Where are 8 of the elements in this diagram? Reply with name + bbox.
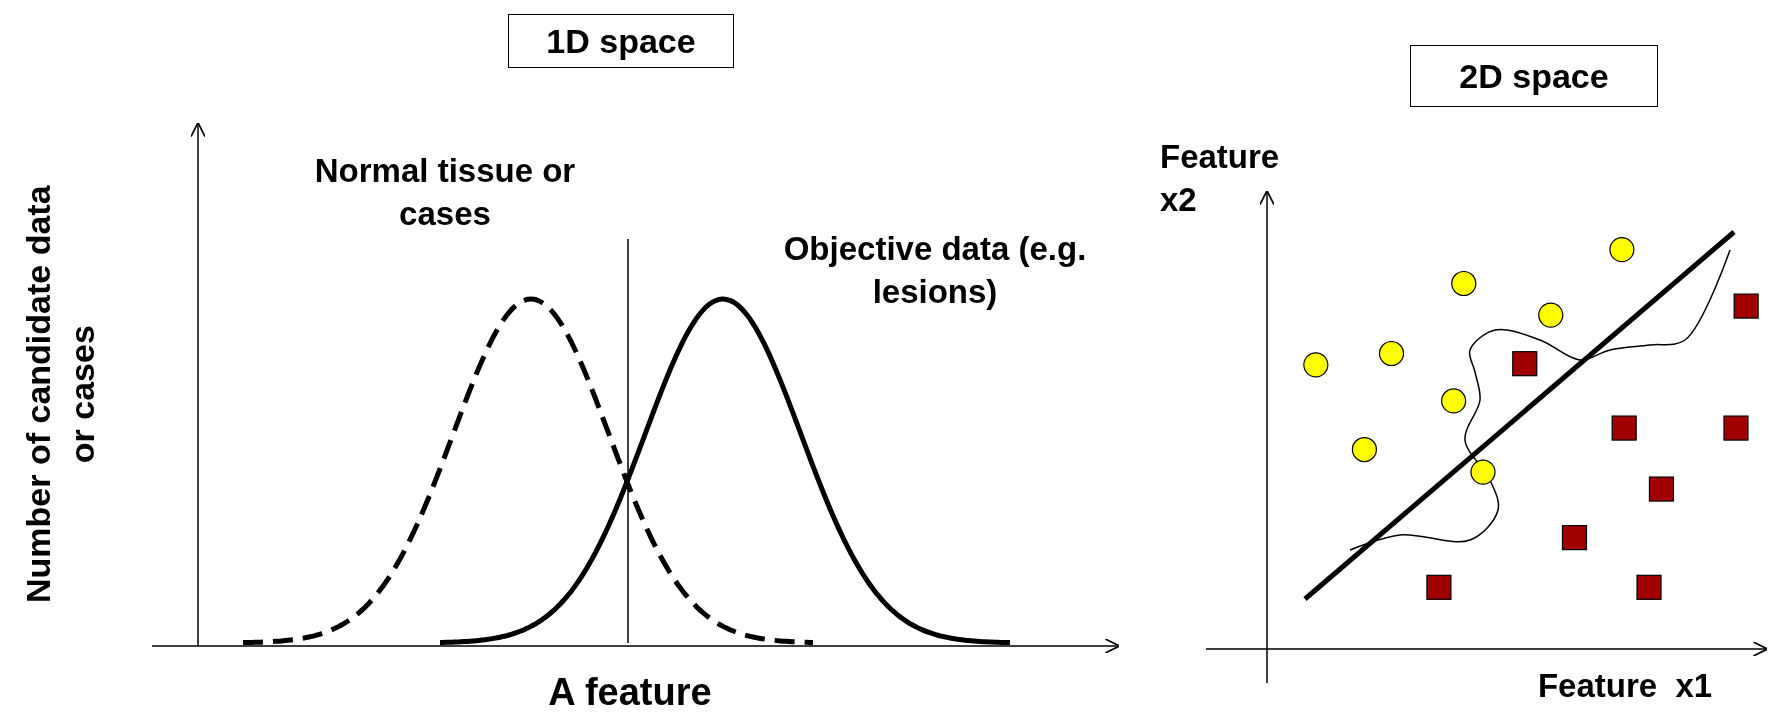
y-axis-label: Number of candidate data or cases <box>17 184 102 605</box>
annotation-text: Objective data (e.g. lesions) <box>782 229 1088 312</box>
title-box: 1D space <box>508 14 734 68</box>
axis-label: Feature x1 <box>1536 666 1714 706</box>
axis-label: A feature <box>547 670 713 715</box>
annotation-text: Normal tissue or cases <box>313 151 577 234</box>
axis-label: Feature x2 <box>1160 137 1280 220</box>
title-box: 2D space <box>1410 45 1658 107</box>
